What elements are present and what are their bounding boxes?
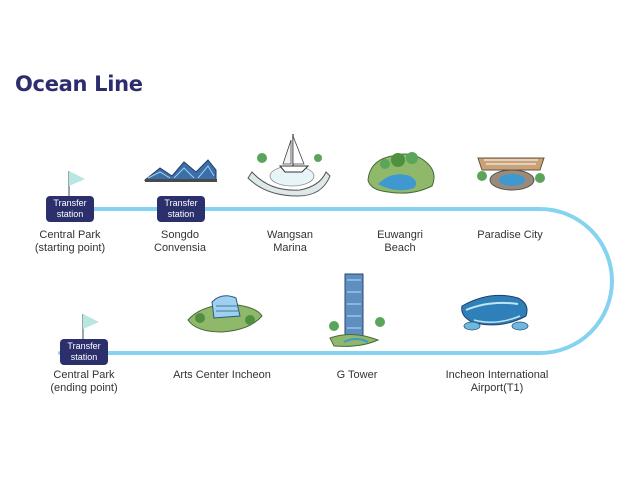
badge-line1: Transfer [67, 341, 101, 351]
beach-island-icon [367, 152, 435, 194]
stop-euwangri-beach: Euwangri Beach [377, 229, 423, 254]
stop-central-park-start: Central Park (starting point) [34, 229, 106, 254]
stop-paradise-city: Paradise City [477, 229, 543, 241]
badge-line2: station [56, 209, 84, 219]
page-title: Ocean Line [15, 72, 143, 96]
stop-wangsan-marina: Wangsan Marina [266, 229, 314, 254]
stop-incheon-airport: Incheon International Airport(T1) [445, 369, 549, 394]
transfer-badge: Transfer station [60, 339, 108, 365]
transfer-badge: Transfer station [46, 196, 94, 222]
badge-line2: station [167, 209, 195, 219]
arts-center-icon [187, 295, 263, 333]
stop-central-park-end: Central Park (ending point) [50, 369, 118, 394]
flag-icon [68, 171, 85, 196]
resort-building-icon [477, 157, 545, 191]
airport-terminal-icon [461, 294, 529, 331]
stop-arts-center-incheon: Arts Center Incheon [173, 369, 271, 381]
route-line [58, 207, 614, 355]
convensia-building-icon [143, 159, 217, 182]
stop-g-tower: G Tower [336, 369, 378, 381]
badge-line2: station [70, 352, 98, 362]
transfer-badge: Transfer station [157, 196, 205, 222]
sailboat-marina-icon [247, 134, 331, 197]
tower-icon [329, 273, 385, 347]
badge-line1: Transfer [164, 198, 198, 208]
flag-icon [82, 314, 99, 340]
badge-line1: Transfer [53, 198, 87, 208]
stop-songdo-convensia: Songdo Convensia [154, 229, 206, 254]
